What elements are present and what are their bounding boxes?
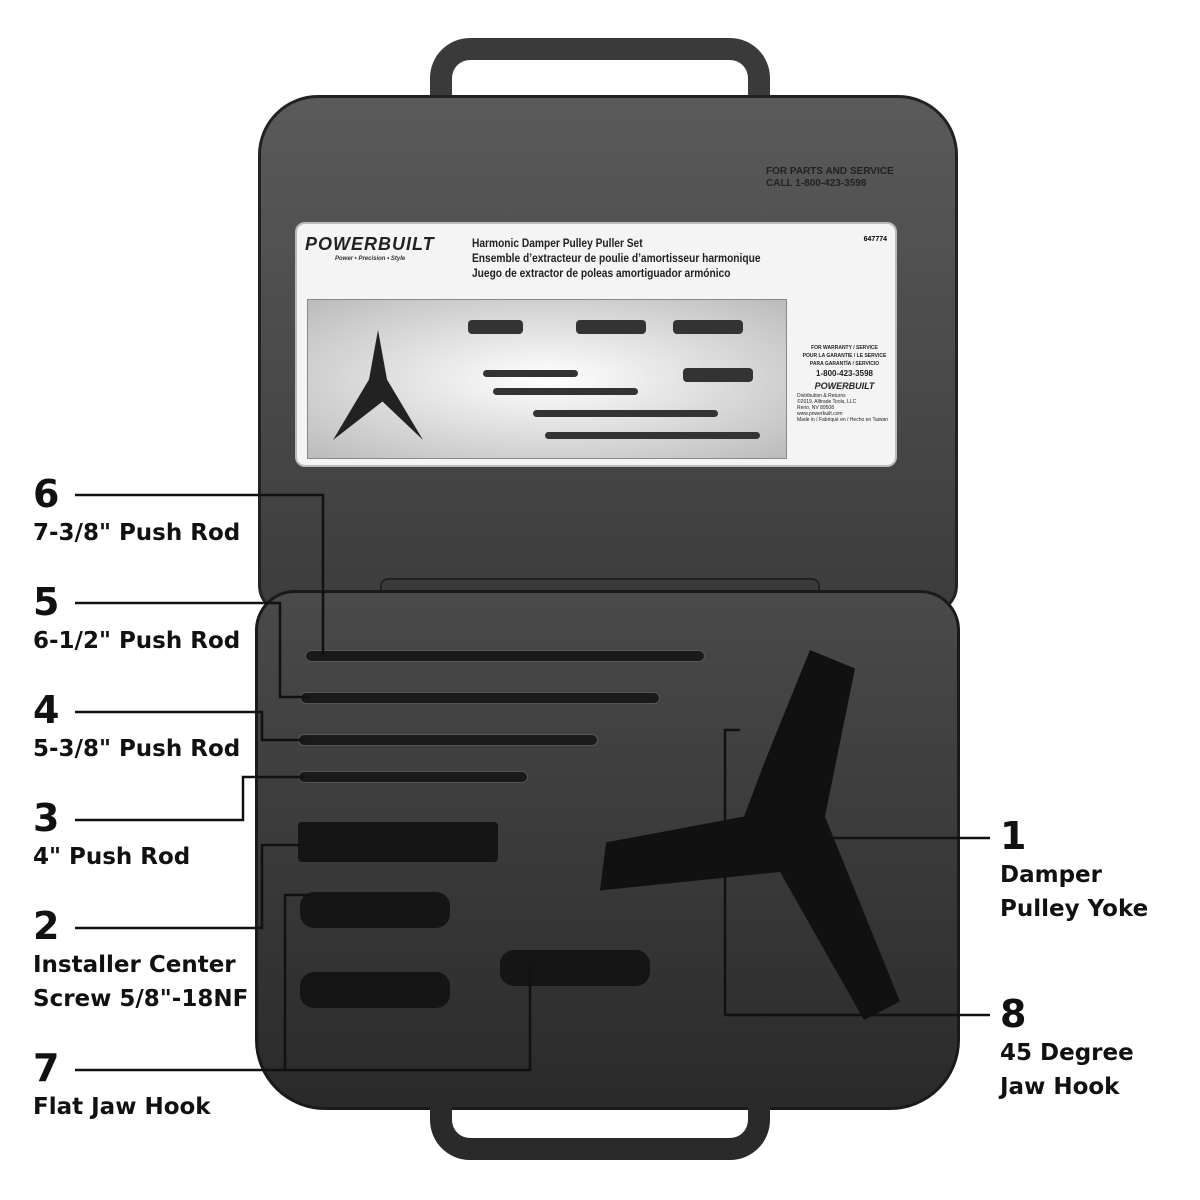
callout-number: 2 (33, 904, 60, 948)
callout-label: Damper (1000, 862, 1102, 888)
flat-jaw-hook (300, 972, 450, 1008)
title-fr: Ensemble d’extracteur de poulie d’amorti… (472, 251, 761, 265)
callout-label: Jaw Hook (1000, 1074, 1120, 1100)
callout-label: 45 Degree (1000, 1040, 1134, 1066)
rod-image (483, 370, 578, 377)
rod-image (545, 432, 760, 439)
lid-text: CALL 1-800-423-3598 (766, 178, 867, 189)
flat-jaw-hook (300, 892, 450, 928)
callout-number: 7 (33, 1046, 60, 1090)
callout-label: 6-1/2" Push Rod (33, 628, 241, 654)
callout-line-6 (75, 493, 325, 655)
callout-line-2 (75, 843, 305, 930)
title-es: Juego de extractor de poleas amortiguado… (472, 266, 731, 280)
brand-tagline: Power • Precision • Style (335, 256, 406, 262)
callout-label: Installer Center (33, 952, 236, 978)
dist-line: Made in / Fabriqué en / Hecho en Taiwan (797, 417, 889, 423)
callout-line-5 (75, 601, 310, 699)
product-label-card: POWERBUILT Power • Precision • Style Har… (295, 222, 897, 467)
push-rod-6 (305, 650, 705, 662)
dist-line: Reno, NV 89508 (797, 405, 834, 411)
brand-logo: POWERBUILT (305, 234, 435, 254)
callout-number: 8 (1000, 992, 1027, 1036)
callout-label: Screw 5/8"-18NF (33, 986, 249, 1012)
title-en: Harmonic Damper Pulley Puller Set (472, 236, 643, 250)
rod-image (533, 410, 718, 417)
callout-label: Flat Jaw Hook (33, 1094, 211, 1120)
brand-logo-small: POWERBUILT (814, 381, 875, 391)
warranty-line: PARA GARANTÍA / SERVICIO (809, 361, 880, 367)
callout-label: Pulley Yoke (1000, 896, 1149, 922)
warranty-info: FOR WARRANTY / SERVICE POUR LA GARANTIE … (797, 344, 892, 423)
hook-image (673, 320, 743, 334)
callout-number: 5 (33, 580, 60, 624)
hook-image (576, 320, 646, 334)
callout-line-7b (283, 893, 310, 1070)
center-screw (298, 822, 498, 862)
callout-label: 7-3/8" Push Rod (33, 520, 241, 546)
callout-number: 4 (33, 688, 60, 732)
callout-number: 1 (1000, 814, 1027, 858)
flat-jaw-hook (500, 950, 650, 986)
callout-line-7 (75, 965, 532, 1072)
callout-5: 5 6-1/2" Push Rod (33, 580, 240, 658)
callout-line-8 (723, 728, 990, 1017)
warranty-phone: 1-800-423-3598 (816, 369, 873, 378)
callout-label: 5-3/8" Push Rod (33, 736, 241, 762)
callout-label: 4" Push Rod (33, 844, 191, 870)
callout-number: 3 (33, 796, 60, 840)
dist-line: www.powerbuilt.com (797, 411, 843, 417)
product-photo (307, 299, 787, 459)
lid-text: FOR PARTS AND SERVICE (766, 166, 894, 177)
callout-4: 4 5-3/8" Push Rod (33, 688, 240, 766)
callout-line-4 (75, 710, 305, 742)
callout-3: 3 4" Push Rod (33, 796, 190, 874)
product-titles: Harmonic Damper Pulley Puller Set Ensemb… (472, 236, 811, 281)
screw-image (468, 320, 523, 334)
callout-number: 6 (33, 472, 60, 516)
hook-image (683, 368, 753, 382)
warranty-line: POUR LA GARANTIE / LE SERVICE (802, 353, 887, 359)
dist-line: Distribution & Returns (797, 393, 846, 399)
warranty-line: FOR WARRANTY / SERVICE (811, 345, 878, 351)
rod-image (493, 388, 638, 395)
callout-6: 6 7-3/8" Push Rod (33, 472, 240, 550)
dist-line: ©2019, Alltrade Tools, LLC (797, 399, 857, 405)
sku-number: 647774 (863, 236, 887, 243)
callout-line-3 (75, 775, 305, 822)
